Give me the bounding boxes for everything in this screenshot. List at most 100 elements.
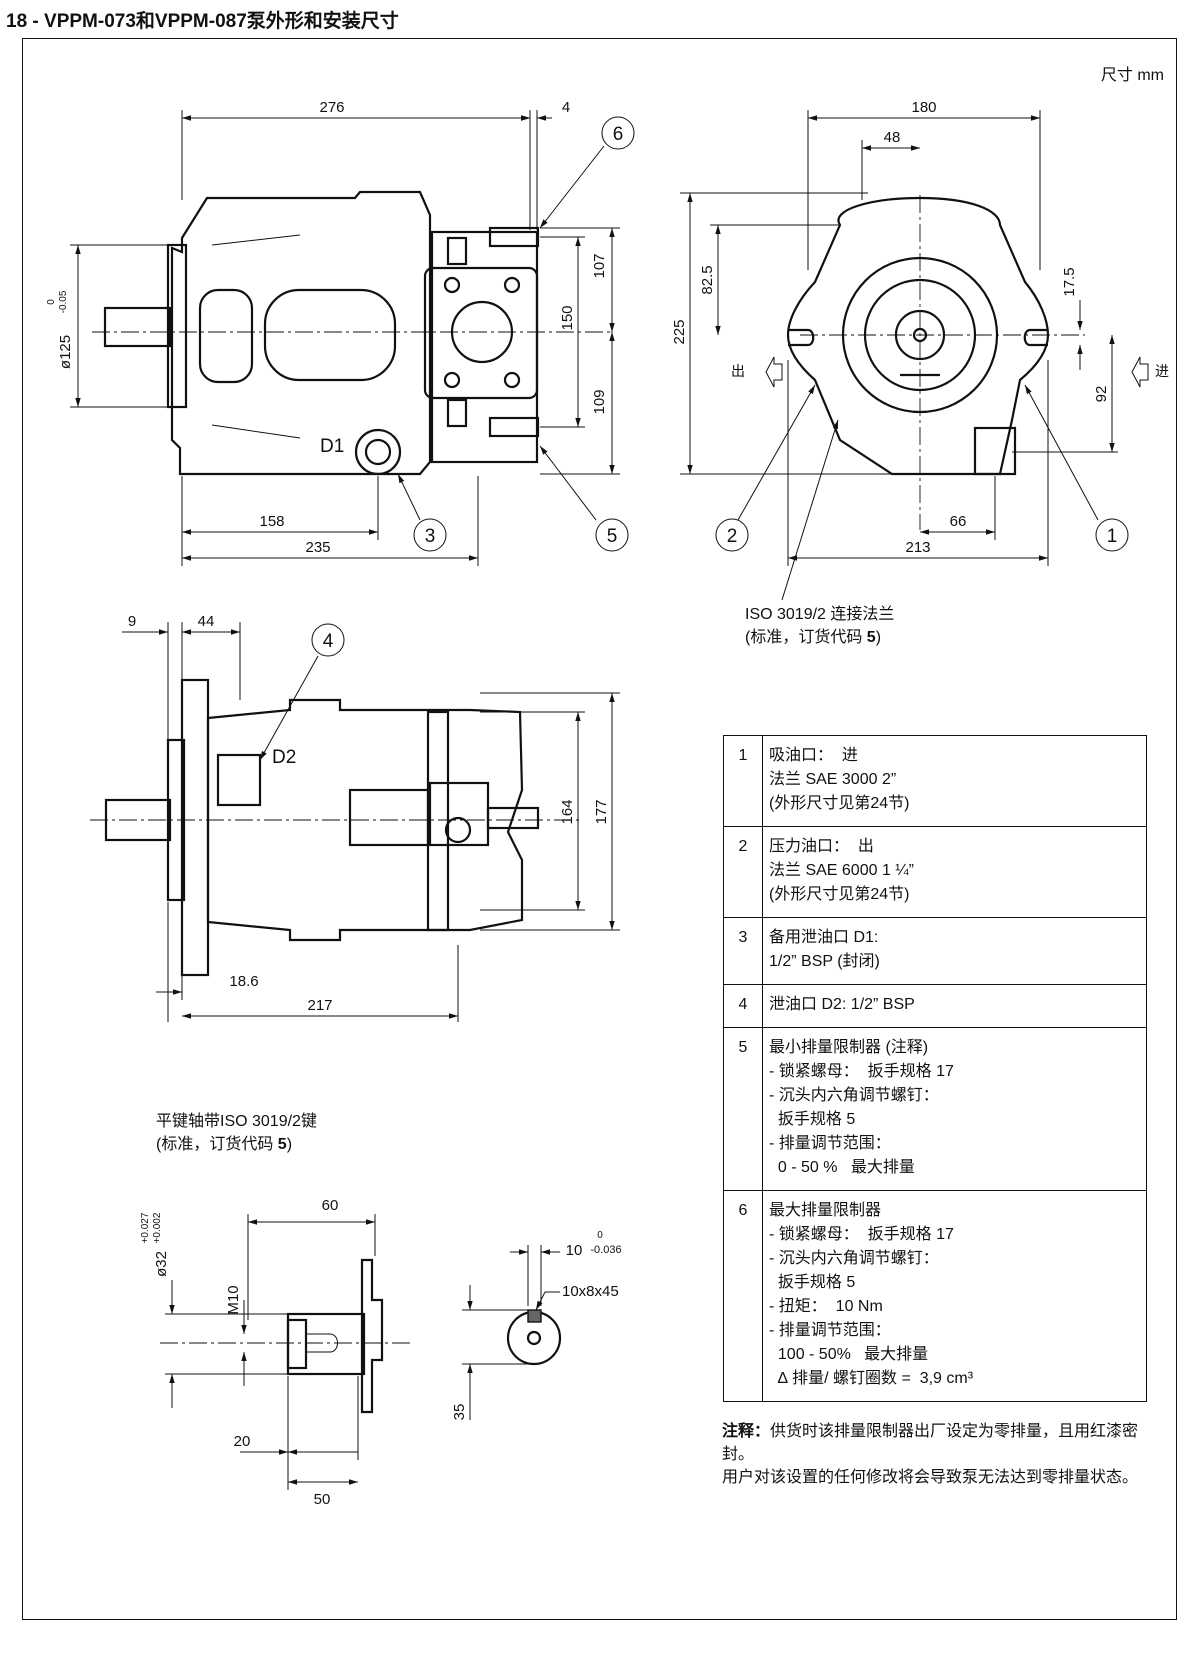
shaft-caption: 平键轴带ISO 3019/2键 (标准，订货代码 5) [156,1110,317,1156]
stop-bracket-bottom [446,398,468,428]
body-window [263,288,397,382]
shaft-bearing-boss [198,288,254,384]
drawing-frame [22,38,1177,1620]
dim-177: 177 [593,799,610,824]
dim-92: 92 [1093,386,1110,403]
legend-line: 最大排量限制器 [769,1202,882,1219]
flange-block [423,266,539,400]
shaft-flange-section [360,1258,384,1414]
dim-18.6: 18.6 [229,973,258,990]
side-view: 9 44 164 177 18.6 217 D2 4 [90,613,620,1022]
dim-235: 235 [305,539,330,556]
dim-9: 9 [128,613,136,630]
min-stop-screw [488,416,540,438]
svg-text:3: 3 [425,526,436,547]
flange-note-line1: ISO 3019/2 连接法兰 [745,606,895,623]
dim-44: 44 [198,613,215,630]
legend-line: - 沉头内六角调节螺钉： [769,1087,939,1104]
port-d1-label: D1 [320,436,344,457]
legend-number: 6 [723,1190,763,1402]
legend-line: 100 - 50% 最大排量 [769,1346,929,1363]
legend-description: 备用泄油口 D1:1/2” BSP (封闭) [762,917,1147,985]
side-flange-block [428,781,490,847]
legend-line: (外形尺寸见第24节) [769,886,910,903]
dim-225: 225 [671,319,688,344]
outlet-label: 出 [731,363,745,379]
flange-bolt-1 [443,276,461,294]
leader-5 [539,445,597,521]
legend-row: 4 泄油口 D2: 1/2” BSP [723,984,1147,1028]
svg-text:2: 2 [727,526,738,547]
side-port [444,816,472,844]
svg-text:1: 1 [1107,526,1118,547]
dim-217: 217 [307,997,332,1014]
legend-description: 最大排量限制器- 锁紧螺母： 扳手规格 17- 沉头内六角调节螺钉： 扳手规格 … [762,1190,1147,1402]
dim-20: 20 [234,1433,251,1450]
dim-dia125-tol-upper: 0 [46,299,57,305]
dim-dia32: ø32 [153,1251,170,1277]
key-tol-lower: -0.036 [590,1244,621,1256]
leader-key-arrow [535,1291,546,1311]
legend-number: 2 [723,826,763,918]
legend-line: (外形尺寸见第24节) [769,795,910,812]
legend-line: 法兰 SAE 6000 1 ¼” [769,862,914,879]
dim-50: 50 [314,1491,331,1508]
shaft-detail-view: 60 20 50 ø32 +0.027 +0.002 M10 35 10 0 -… [140,1197,622,1508]
callout-6: 6 [601,116,635,150]
thread-m10: M10 [225,1285,242,1314]
inlet-arrow-icon [1131,356,1149,388]
dim-276: 276 [319,99,344,116]
page-title: 18 - VPPM-073和VPPM-087泵外形和安装尺寸 [6,11,399,32]
callout-4: 4 [311,623,345,657]
callout-5: 5 [595,518,629,552]
svg-text:5: 5 [607,526,618,547]
flange-bolt-4 [503,371,521,389]
callout-3: 3 [413,518,447,552]
legend-line: - 排量调节范围： [769,1322,891,1339]
legend-number: 1 [723,735,763,827]
drive-shaft [103,306,172,348]
legend-line: 泄油口 D2: 1/2” BSP [769,996,915,1013]
side-window [348,788,430,847]
dim-164: 164 [559,799,576,824]
legend-line: 扳手规格 5 [769,1111,856,1128]
shaft-end-hole [526,1330,542,1346]
flange-bolt-2 [503,276,521,294]
d2-port-boss [216,753,262,807]
legend-line: 法兰 SAE 3000 2” [769,771,897,788]
dim-4: 4 [562,99,570,116]
body-edge-lines [211,234,301,439]
outlet-arrow-icon [765,356,783,388]
callout-1: 1 [1095,518,1129,552]
dim-150: 150 [559,305,576,330]
legend-line: 扳手规格 5 [769,1274,856,1291]
d1-port-boss [354,428,402,476]
shaft-end-face [286,1318,308,1370]
legend-number: 4 [723,984,763,1028]
mount-slot-left [788,328,815,347]
units-label: 尺寸 mm [1100,67,1164,84]
svg-text:6: 6 [613,124,624,145]
leader-2 [737,384,816,521]
dim-66: 66 [950,513,967,530]
port-d2-label: D2 [272,747,296,768]
legend-line: 压力油口： 出 [769,838,874,855]
leader-1 [1024,384,1099,521]
key-square [527,1309,542,1323]
top-right-view: 180 48 82.5 225 17.5 92 66 213 出 进 2 1 [671,99,1169,601]
dim-dia32-tol-lower: +0.002 [152,1212,163,1243]
flange-bolt-3 [443,371,461,389]
legend-number: 5 [723,1027,763,1191]
note-label: 注释： [722,1423,771,1440]
shaft-caption-line2: (标准，订货代码 5) [156,1136,293,1153]
dim-dia125: ø125 [57,335,74,369]
side-stop-screw [486,806,540,830]
side-flange [180,678,210,977]
key-tol-upper: 0 [597,1230,603,1241]
legend-description: 泄油口 D2: 1/2” BSP [762,984,1147,1028]
note-text-2: 用户对该设置的任何修改将会导致泵无法达到零排量状态。 [722,1469,1139,1486]
legend-line: - 沉头内六角调节螺钉： [769,1250,939,1267]
